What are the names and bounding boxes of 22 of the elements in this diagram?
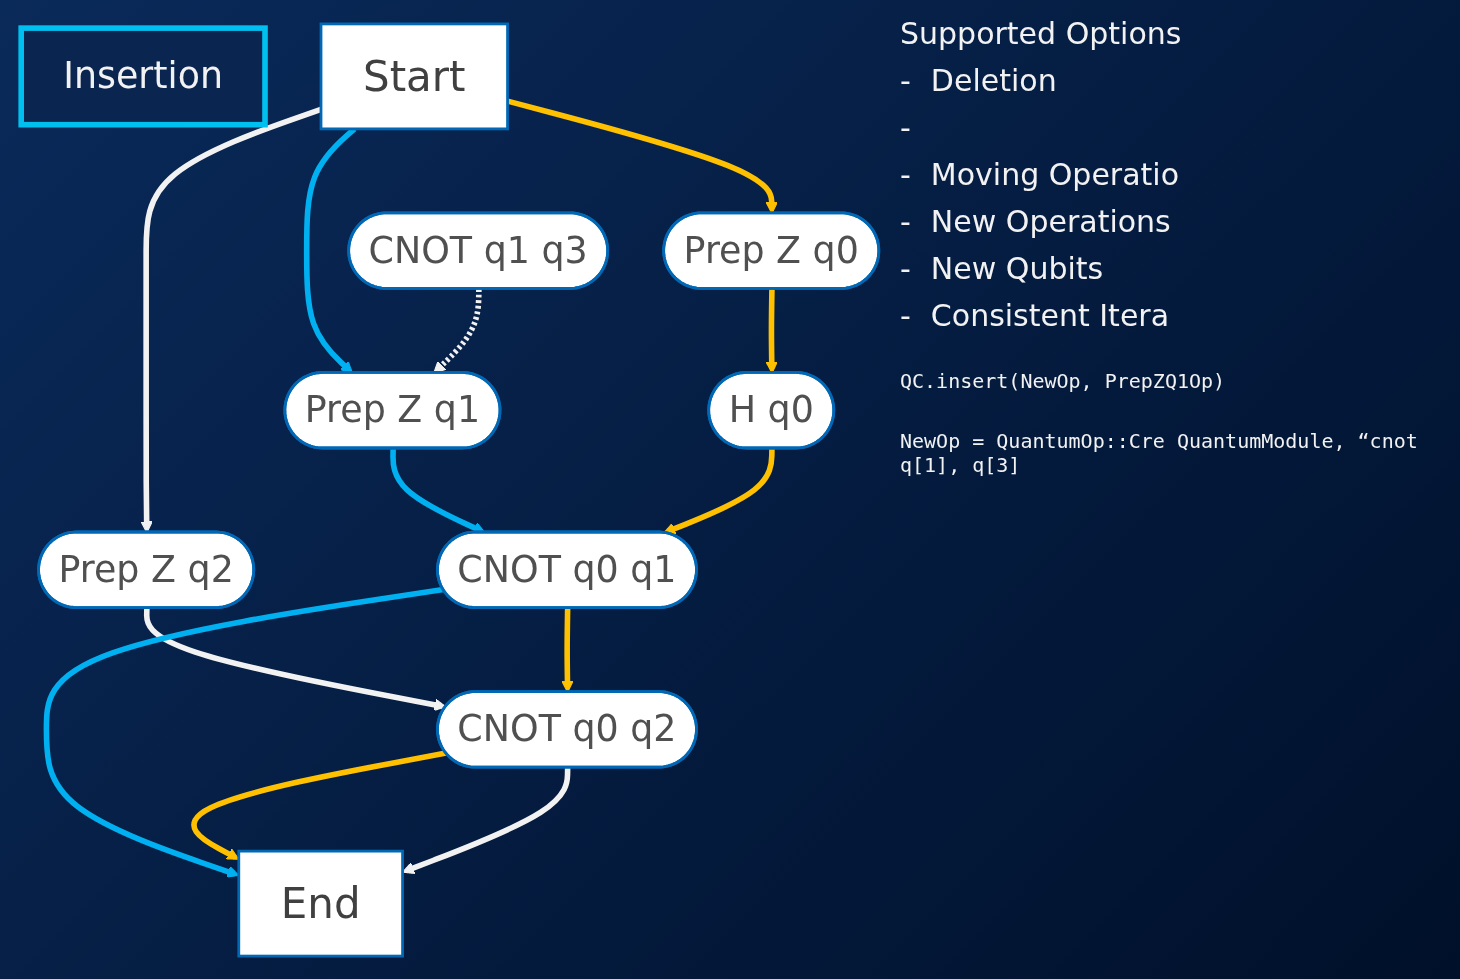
list-item: New Operations (930, 204, 1171, 239)
node-box: Start (319, 22, 509, 131)
node-box: Insertion (18, 25, 268, 128)
list-item: Deletion (930, 63, 1057, 98)
list-heading: Supported Options (900, 16, 1182, 51)
list-item: - (900, 63, 911, 98)
list-item: - (900, 157, 911, 192)
code-snippet: NewOp = QuantumOp::Cre QuantumModule, “cnot q[1], q[3] (900, 429, 1419, 477)
arrow (663, 448, 775, 535)
arrow (143, 608, 447, 711)
list-item: Moving Operatio (930, 157, 1180, 192)
list-item: - (900, 298, 911, 333)
arrow (402, 767, 571, 874)
list-item: Consistent Itera (930, 298, 1170, 333)
list-item: New Qubits (930, 251, 1104, 286)
arrow (43, 586, 444, 878)
arrow (191, 750, 447, 860)
code-snippet: QC.insert(NewOp, PrepZQ1Op) (900, 369, 1226, 393)
list-item: - (900, 110, 911, 145)
list-item: - (900, 251, 911, 286)
node-box: End (237, 849, 404, 958)
list-item: - (900, 204, 911, 239)
